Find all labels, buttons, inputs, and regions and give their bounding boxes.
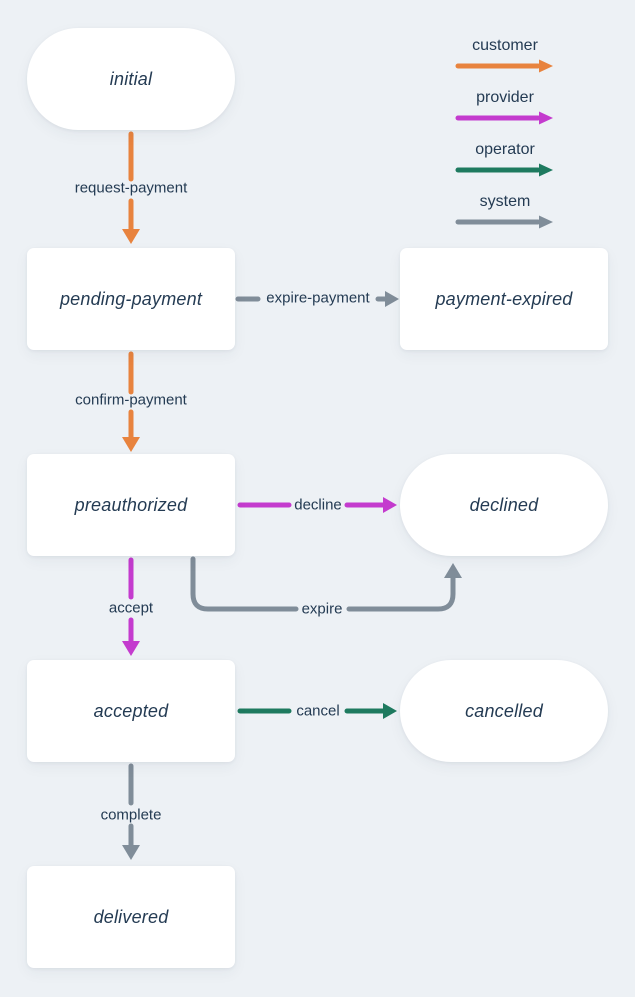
transition-label-accept: accept <box>108 599 154 617</box>
node-initial-label: initial <box>109 68 153 89</box>
legend-operator-label: operator <box>475 141 535 158</box>
transition-label-decline: decline <box>294 496 342 514</box>
legend: customer provider operator system <box>455 34 555 230</box>
node-preauthorized-label: preauthorized <box>74 494 188 515</box>
transition-label-confirm-payment: confirm-payment <box>75 391 187 409</box>
expire-payment-arrow <box>235 291 399 307</box>
expire-arrow <box>190 556 462 612</box>
node-payment-expired: payment-expired <box>400 248 608 350</box>
node-cancelled-label: cancelled <box>465 700 543 721</box>
legend-system-arrow-icon <box>455 215 553 229</box>
cancel-arrow <box>237 703 397 719</box>
legend-provider-label: provider <box>476 89 534 106</box>
transition-label-expire: expire <box>301 600 343 618</box>
node-payment-expired-label: payment-expired <box>435 288 573 309</box>
legend-item-operator: operator <box>455 138 555 178</box>
node-delivered: delivered <box>27 866 235 968</box>
request-payment-arrow <box>122 131 140 244</box>
complete-arrow <box>122 763 140 860</box>
decline-arrow <box>237 497 397 513</box>
legend-item-customer: customer <box>455 34 555 74</box>
node-preauthorized: preauthorized <box>27 454 235 556</box>
legend-operator-arrow-icon <box>455 163 553 177</box>
legend-customer-arrow-icon <box>455 59 553 73</box>
node-cancelled: cancelled <box>400 660 608 762</box>
legend-provider-arrow-icon <box>455 111 553 125</box>
legend-item-system: system <box>455 190 555 230</box>
node-delivered-label: delivered <box>93 906 169 927</box>
node-accepted-label: accepted <box>93 700 169 721</box>
transition-label-cancel: cancel <box>296 702 340 720</box>
node-initial: initial <box>27 28 235 130</box>
legend-item-provider: provider <box>455 86 555 126</box>
accept-arrow <box>122 557 140 656</box>
transition-label-request-payment: request-payment <box>74 179 188 197</box>
node-pending-payment: pending-payment <box>27 248 235 350</box>
transition-label-expire-payment: expire-payment <box>266 289 370 307</box>
node-declined: declined <box>400 454 608 556</box>
node-accepted: accepted <box>27 660 235 762</box>
transition-label-complete: complete <box>100 806 162 824</box>
legend-customer-label: customer <box>472 37 538 54</box>
node-declined-label: declined <box>469 494 539 515</box>
node-pending-payment-label: pending-payment <box>59 288 203 309</box>
legend-system-label: system <box>479 193 531 210</box>
confirm-payment-arrow <box>122 351 140 452</box>
